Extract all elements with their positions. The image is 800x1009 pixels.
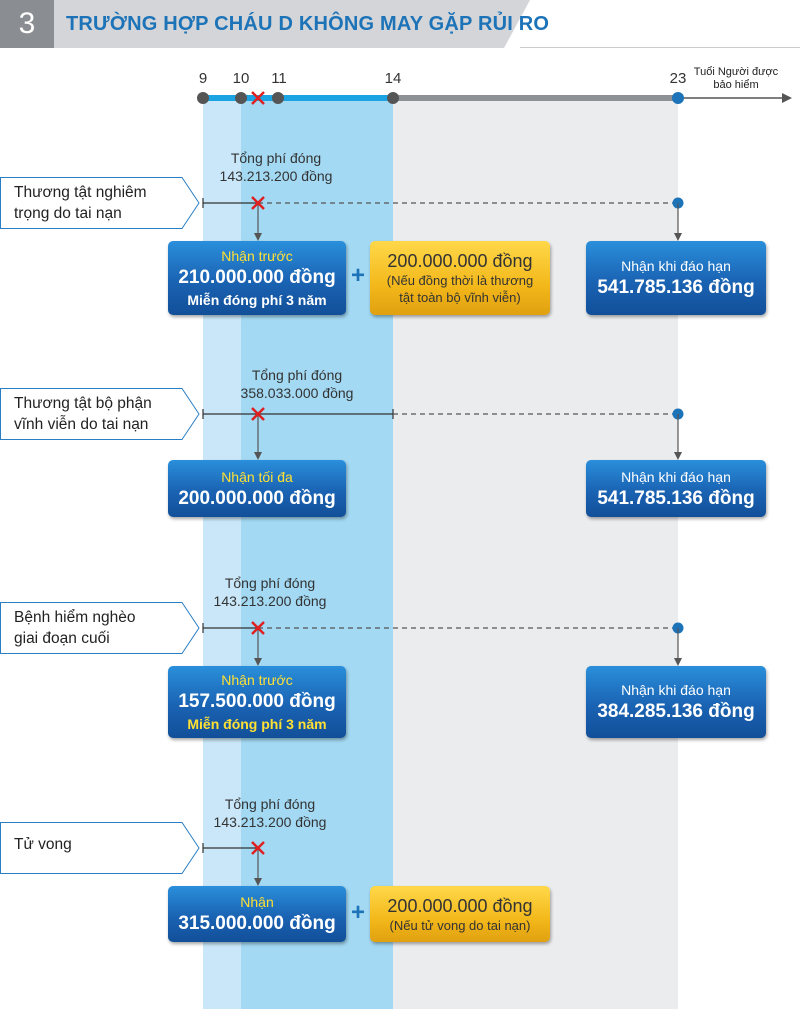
case2-x-icon: [251, 407, 265, 421]
case1-premium: Tổng phí đóng 143.213.200 đồng: [219, 150, 333, 184]
case2-maturity-box: Nhận khi đáo hạn 541.785.136 đồng: [586, 460, 766, 517]
case3-label: Bệnh hiểm nghèo giai đoạn cuối: [0, 602, 200, 654]
case3-x-icon: [251, 621, 265, 635]
age-label-9: 9: [198, 70, 208, 87]
case3-advance-box: Nhận trước 157.500.000 đồng Miễn đóng ph…: [168, 666, 346, 738]
case4-label: Tử vong: [0, 822, 200, 874]
case4-extra-box: 200.000.000 đồng (Nếu tử vong do tai nạn…: [370, 886, 550, 942]
age-label-14: 14: [384, 70, 402, 87]
case1-extra-box: 200.000.000 đồng (Nếu đồng thời là thươn…: [370, 241, 550, 315]
age-10-dot: [235, 92, 247, 104]
age-9-dot: [197, 92, 209, 104]
age-label-23: 23: [669, 70, 687, 87]
header-rule: [520, 47, 800, 48]
age-14-dot: [387, 92, 399, 104]
age-label-11: 11: [271, 70, 287, 87]
case1-label: Thương tật nghiêm trọng do tai nạn: [0, 177, 200, 229]
plus-icon: +: [350, 899, 365, 926]
axis-caption: Tuổi Người được bảo hiểm: [693, 66, 779, 91]
plus-icon: +: [350, 262, 365, 289]
page-title: TRƯỜNG HỢP CHÁU D KHÔNG MAY GẶP RỦI RO: [66, 13, 550, 35]
case3-maturity-box: Nhận khi đáo hạn 384.285.136 đồng: [586, 666, 766, 738]
age-11-dot: [272, 92, 284, 104]
case4-x-icon: [251, 841, 265, 855]
case4-benefit-box: Nhận 315.000.000 đồng: [168, 886, 346, 942]
case1-maturity-box: Nhận khi đáo hạn 541.785.136 đồng: [586, 241, 766, 315]
case4-premium: Tổng phí đóng 143.213.200 đồng: [213, 796, 327, 830]
header-band: [54, 0, 530, 48]
event-x-icon: [251, 91, 265, 105]
case2-premium: Tổng phí đóng 358.033.000 đồng: [240, 367, 354, 401]
case3-premium: Tổng phí đóng 143.213.200 đồng: [213, 575, 327, 609]
case2-max-box: Nhận tối đa 200.000.000 đồng: [168, 460, 346, 517]
section-number: 3: [0, 0, 54, 48]
age-label-10: 10: [232, 70, 250, 87]
age-23-dot: [672, 92, 684, 104]
case2-label: Thương tật bộ phận vĩnh viễn do tai nạn: [0, 388, 200, 440]
case1-advance-box: Nhận trước 210.000.000 đồng Miễn đóng ph…: [168, 241, 346, 315]
case1-x-icon: [251, 196, 265, 210]
axis-arrowhead: [782, 93, 792, 103]
